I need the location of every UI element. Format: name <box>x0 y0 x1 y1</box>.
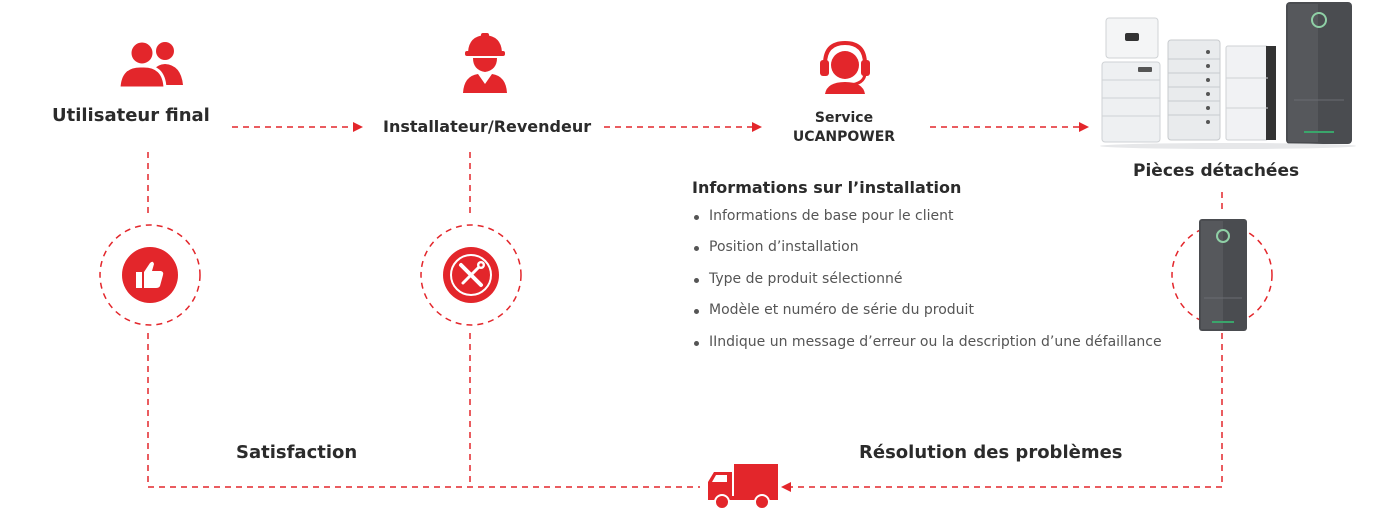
list-item: IIndique un message d’erreur ou la descr… <box>692 334 1162 365</box>
service-label-line1: Service <box>775 109 913 128</box>
service-label-line2: UCANPOWER <box>775 128 913 147</box>
list-item-text: Type de produit sélectionné <box>709 271 902 287</box>
bullet-icon <box>694 341 699 346</box>
wrench-screwdriver-icon <box>443 247 499 303</box>
list-item: Type de produit sélectionné <box>692 271 1162 302</box>
list-item-text: Position d’installation <box>709 239 859 255</box>
list-item-text: IIndique un message d’erreur ou la descr… <box>709 334 1162 350</box>
bullet-icon <box>694 309 699 314</box>
satisfaction-label: Satisfaction <box>236 442 357 463</box>
list-item: Modèle et numéro de série du produit <box>692 302 1162 333</box>
bullet-icon <box>694 246 699 251</box>
service-label: Service UCANPOWER <box>775 109 913 147</box>
list-item-text: Informations de base pour le client <box>709 208 954 224</box>
battery-cabinet-image <box>1198 218 1248 336</box>
bullet-icon <box>694 278 699 283</box>
battery-products-image <box>1098 0 1358 154</box>
installation-info-list: Informations de base pour le client Posi… <box>692 208 1162 365</box>
installer-label: Installateur/Revendeur <box>383 117 591 136</box>
spare-parts-label: Pièces détachées <box>1133 161 1299 181</box>
end-user-label: Utilisateur final <box>52 105 210 126</box>
resolution-label: Résolution des problèmes <box>859 442 1123 463</box>
thumbs-up-icon <box>122 247 178 303</box>
worker-helmet-icon <box>462 32 508 94</box>
delivery-truck-icon <box>706 462 780 510</box>
list-item: Informations de base pour le client <box>692 208 1162 239</box>
installation-info-title: Informations sur l’installation <box>692 178 961 197</box>
users-icon <box>117 37 187 89</box>
bullet-icon <box>694 215 699 220</box>
headset-support-icon <box>817 38 873 94</box>
list-item: Position d’installation <box>692 239 1162 270</box>
list-item-text: Modèle et numéro de série du produit <box>709 302 974 318</box>
